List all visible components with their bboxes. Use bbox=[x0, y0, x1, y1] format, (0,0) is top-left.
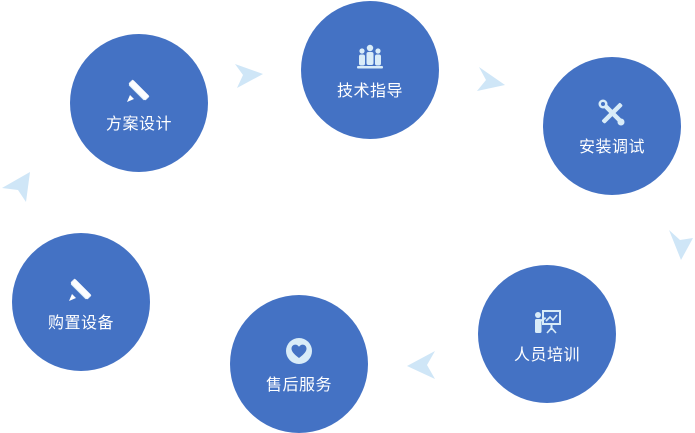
step-label: 技术指导 bbox=[336, 81, 403, 100]
arrow-right-icon bbox=[235, 64, 263, 88]
flow-arrow-1-to-2 bbox=[231, 58, 265, 92]
team-icon bbox=[353, 40, 387, 74]
flow-arrow-3-to-4 bbox=[663, 228, 695, 262]
flow-arrow-6-to-1 bbox=[0, 170, 34, 204]
step-label: 售后服务 bbox=[265, 375, 332, 394]
flow-arrow-2-to-3 bbox=[473, 63, 507, 97]
step-equipment-purchase: 购置设备 bbox=[12, 233, 150, 371]
tools-icon bbox=[595, 96, 629, 130]
step-staff-training: 人员培训 bbox=[478, 265, 616, 403]
arrow-right-icon bbox=[477, 67, 505, 91]
step-label: 方案设计 bbox=[105, 114, 172, 133]
pencil-ruler-icon bbox=[122, 73, 156, 107]
step-solution-design: 方案设计 bbox=[70, 34, 208, 172]
step-label: 购置设备 bbox=[47, 313, 114, 332]
step-label: 安装调试 bbox=[578, 137, 645, 156]
pencil-ruler-icon bbox=[64, 272, 98, 306]
heart-icon bbox=[282, 334, 316, 368]
presentation-icon bbox=[530, 304, 564, 338]
step-technical-guidance: 技术指导 bbox=[301, 1, 439, 139]
step-after-sales-service: 售后服务 bbox=[230, 295, 368, 433]
step-installation-debugging: 安装调试 bbox=[543, 57, 681, 195]
arrow-up-icon bbox=[2, 172, 30, 202]
flow-arrow-4-to-5 bbox=[405, 349, 439, 383]
arrow-down-icon bbox=[669, 230, 693, 260]
step-label: 人员培训 bbox=[513, 345, 580, 364]
arrow-left-icon bbox=[407, 351, 435, 379]
